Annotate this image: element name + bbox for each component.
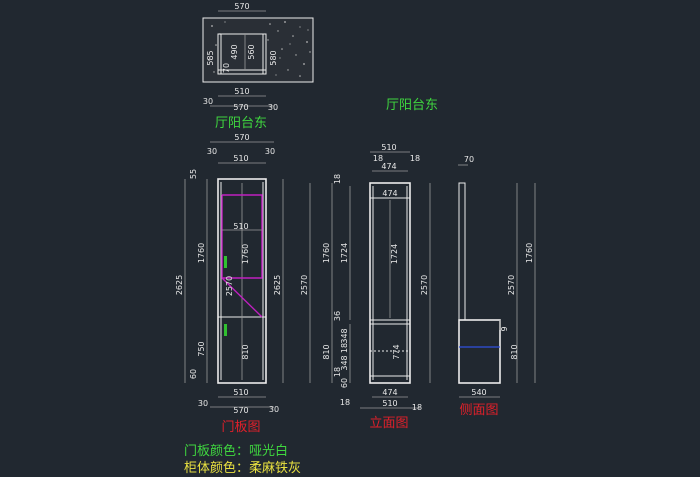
plan-dim-490: 490 <box>230 44 239 59</box>
door-dim-30-right: 30 <box>265 147 275 156</box>
front-dim-1724-inner: 1724 <box>390 244 399 264</box>
plan-dim-580: 580 <box>269 50 278 65</box>
side-back-panel <box>458 182 466 321</box>
front-dim-2570-right: 2570 <box>420 275 429 295</box>
front-dim-18c: 18 <box>333 367 342 377</box>
front-dim-18-bl: 18 <box>340 398 350 407</box>
plan-dim-570-bottom: 570 <box>233 103 248 112</box>
front-dim-2570-left: 2570 <box>300 275 309 295</box>
plan-dim-570-top: 570 <box>234 2 249 11</box>
front-dim-474-bottom: 474 <box>382 388 397 397</box>
door-dim-1760: 1760 <box>197 243 206 263</box>
front-dim-18-br: 18 <box>412 403 422 412</box>
lower-door-handle <box>224 324 227 336</box>
front-dim-348a: 348 <box>340 328 349 343</box>
side-view: 70 9 2570 1760 810 540 侧面图 <box>458 155 536 418</box>
plan-dim-30-left: 30 <box>203 97 213 106</box>
front-dim-474-inner: 474 <box>382 189 397 198</box>
front-dim-18-right: 18 <box>410 154 420 163</box>
plan-title: 厅阳台东 <box>215 116 267 131</box>
side-dim-810: 810 <box>510 344 519 359</box>
cabinet-color-note: 柜体颜色：柔麻铁灰 <box>184 460 301 476</box>
front-dim-1760: 1760 <box>322 243 331 263</box>
side-dim-540: 540 <box>471 388 486 397</box>
plan-dim-70: 70 <box>222 63 231 73</box>
door-dim-60: 60 <box>189 369 198 379</box>
side-title: 侧面图 <box>459 403 498 418</box>
side-dim-9: 9 <box>500 326 509 331</box>
front-dim-18-left: 18 <box>373 154 383 163</box>
door-dim-1760-inner: 1760 <box>241 244 250 264</box>
side-dim-1760: 1760 <box>525 243 534 263</box>
door-panel-outline <box>221 194 263 279</box>
upper-door-handle <box>224 256 227 268</box>
front-dim-474-top: 474 <box>381 162 396 171</box>
door-dim-30-left: 30 <box>207 147 217 156</box>
door-dim-510-top: 510 <box>233 154 248 163</box>
side-dim-70: 70 <box>464 155 474 164</box>
door-cabinet-outline <box>217 178 267 384</box>
door-dim-510-inner: 510 <box>233 222 248 231</box>
door-color-note: 门板颜色：哑光白 <box>184 443 288 459</box>
plan-dim-560: 560 <box>247 44 256 59</box>
plan-countertop <box>202 17 314 83</box>
front-cabinet-outline <box>369 182 411 384</box>
plan-view: 570 585 70 490 560 580 510 30 570 30 厅阳台… <box>202 2 314 131</box>
door-dim-2625-right: 2625 <box>273 275 282 295</box>
door-dim-570-bottom: 570 <box>233 406 248 415</box>
door-dim-810-inner: 810 <box>241 344 250 359</box>
front-dim-774: 774 <box>392 344 401 359</box>
front-title: 立面图 <box>369 416 408 431</box>
front-dim-1724: 1724 <box>340 243 349 263</box>
door-title: 门板图 <box>221 420 260 435</box>
door-dim-55: 55 <box>189 169 198 179</box>
front-dim-60: 60 <box>340 378 349 388</box>
plan-texture <box>208 21 311 77</box>
door-dim-750: 750 <box>197 341 206 356</box>
door-dim-2570-inner: 2570 <box>225 276 234 296</box>
front-dim-810: 810 <box>322 344 331 359</box>
door-dim-510-bottom: 510 <box>233 388 248 397</box>
front-view: 510 18 18 474 474 1724 774 2570 18 1760 … <box>300 143 431 431</box>
door-dim-2625-left: 2625 <box>175 275 184 295</box>
front-dim-18-v: 18 <box>333 174 342 184</box>
plan-cabinet-outline <box>217 33 267 75</box>
door-dim-30-br: 30 <box>269 405 279 414</box>
front-dim-18b: 18 <box>340 343 349 353</box>
door-dim-570-top: 570 <box>234 133 249 142</box>
plan-dim-585: 585 <box>206 50 215 65</box>
side-dim-2570: 2570 <box>507 275 516 295</box>
side-base <box>458 319 501 384</box>
plan-dim-30-right: 30 <box>268 103 278 112</box>
door-dim-30-bl: 30 <box>198 399 208 408</box>
door-view: 570 30 30 510 55 1760 2625 750 60 2625 5… <box>175 133 284 435</box>
front-dim-510-bottom: 510 <box>382 399 397 408</box>
front-dim-348b: 348 <box>340 355 349 370</box>
front-dim-36: 36 <box>333 311 342 321</box>
plan-dim-510: 510 <box>234 87 249 96</box>
floating-title: 厅阳台东 <box>386 98 438 113</box>
front-dim-510-top: 510 <box>381 143 396 152</box>
